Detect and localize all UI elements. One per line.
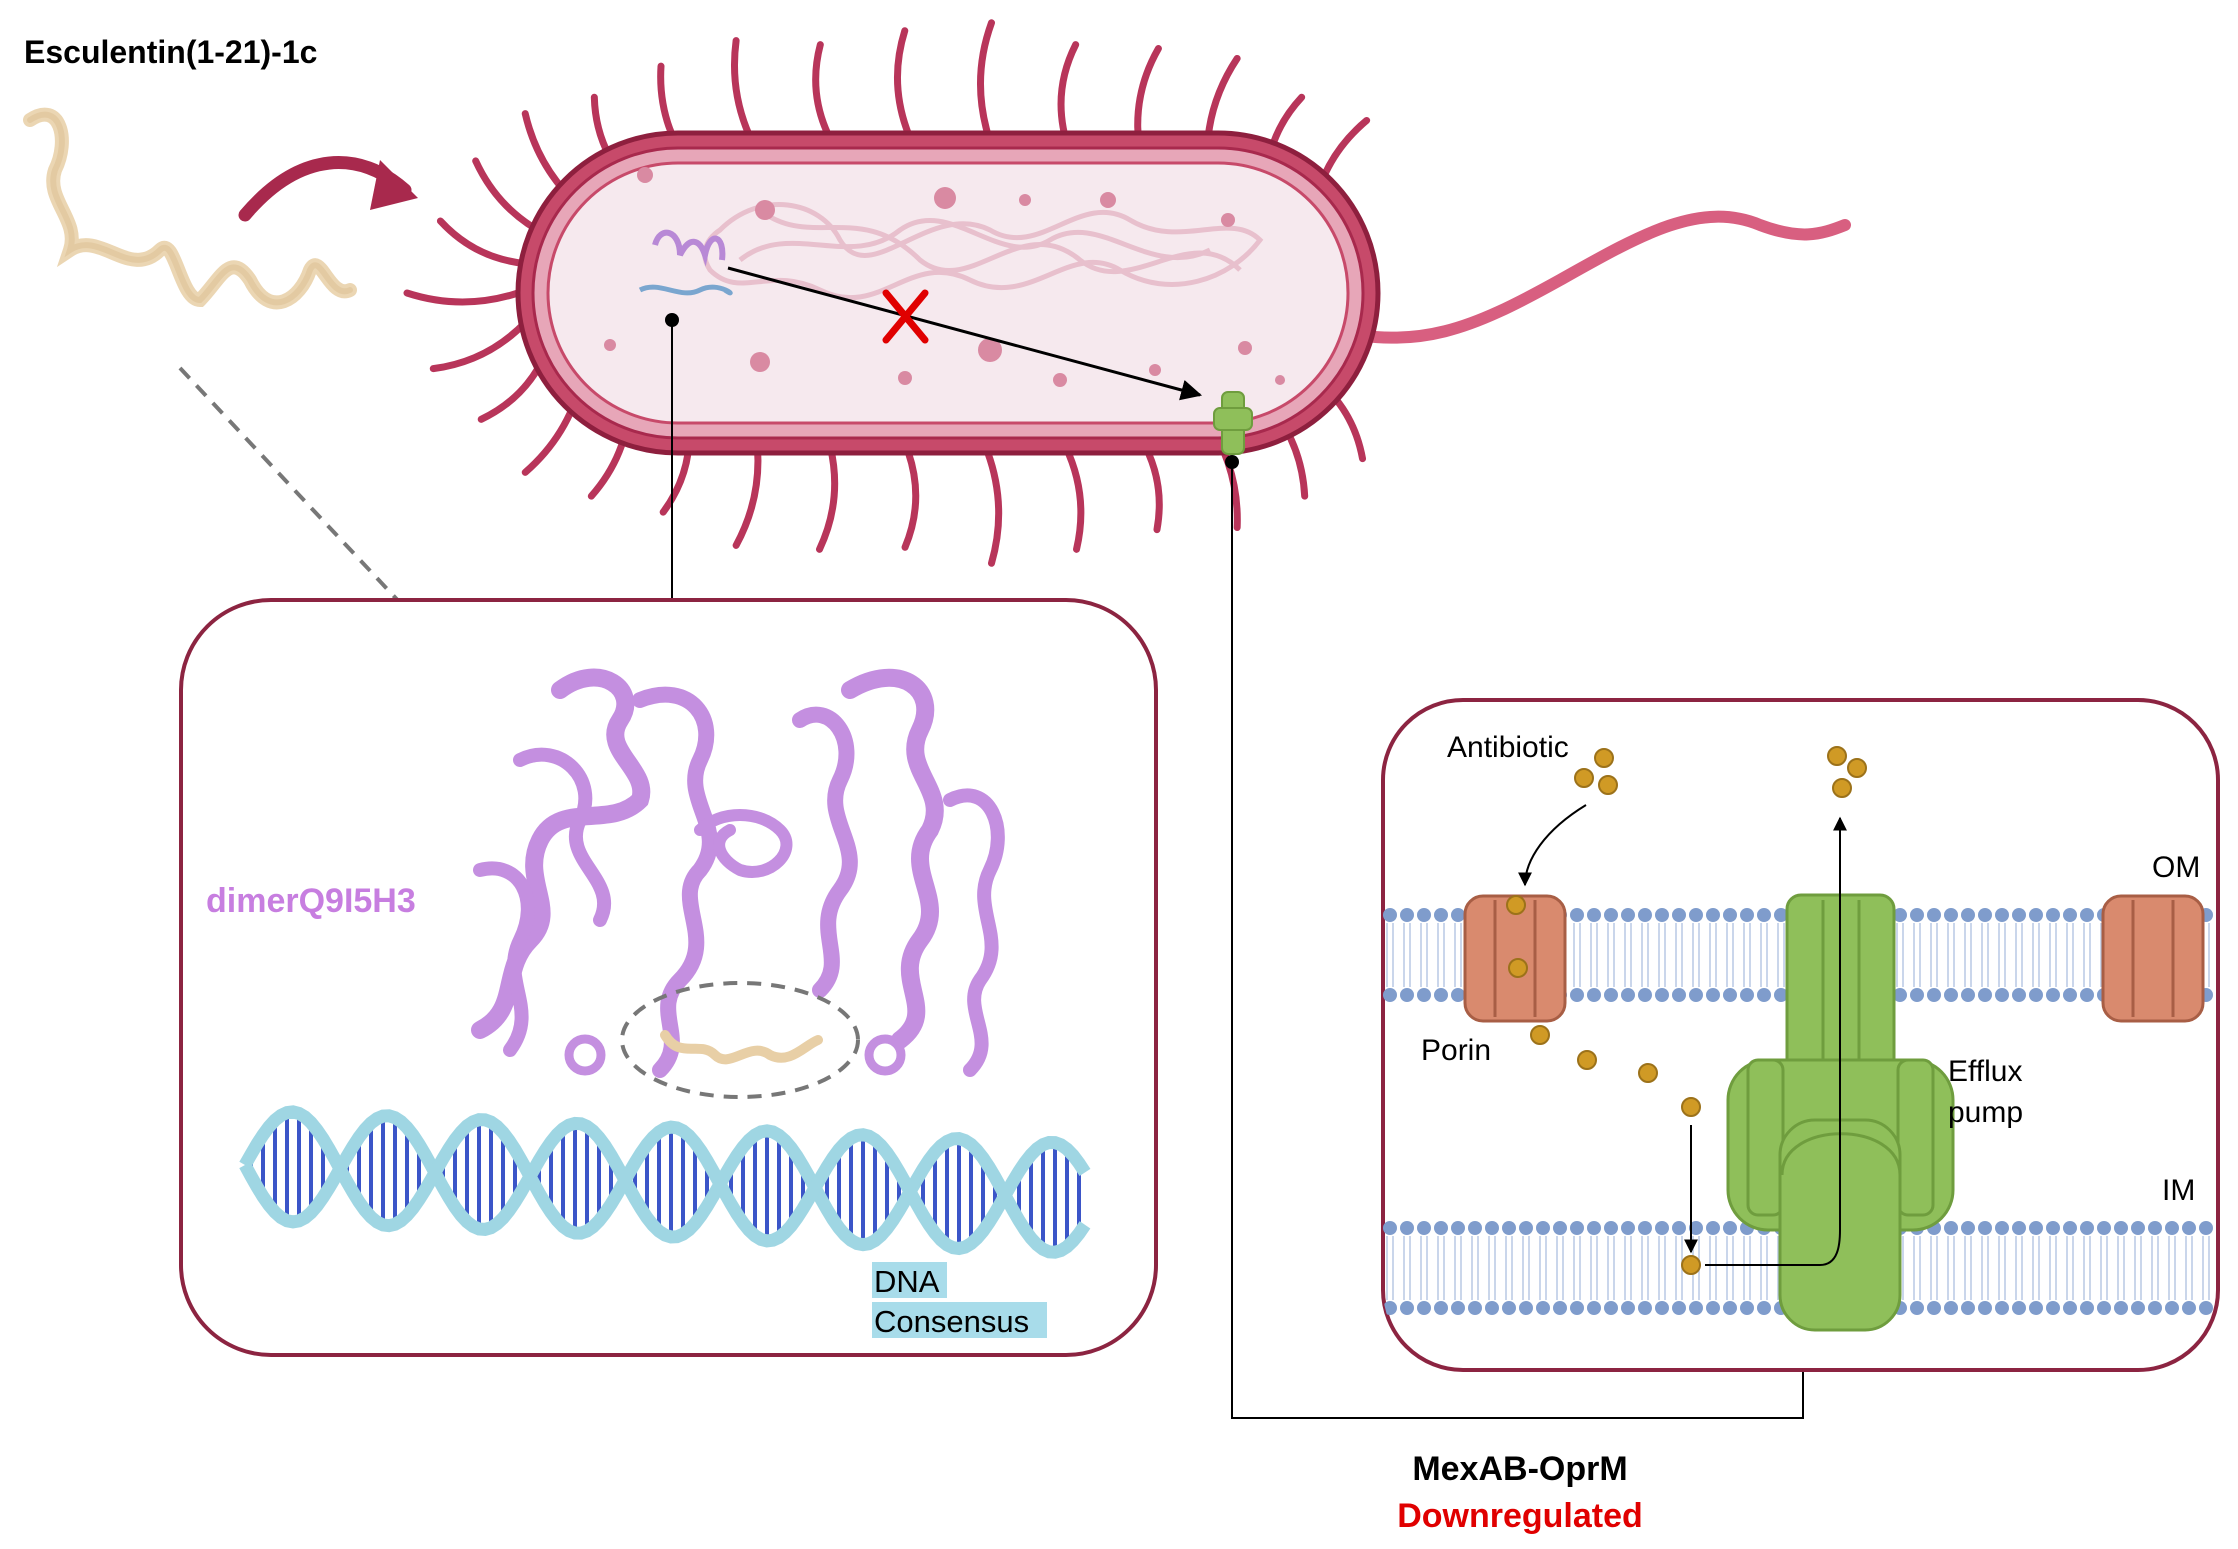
- mini-efflux-pump: [1213, 391, 1253, 455]
- inhibition-cross-icon: [882, 289, 929, 344]
- nucleoid: [702, 202, 1264, 301]
- dimer-protein-structure: [471, 668, 1005, 1078]
- mini-protein-dna: [638, 229, 733, 296]
- pilus: [901, 448, 920, 551]
- pilus: [984, 448, 1003, 567]
- bacterium: [515, 130, 1381, 456]
- pilus: [403, 289, 522, 306]
- cytoplasm-granules: [604, 167, 1285, 387]
- peptide-name: Esculentin(1-21)-1c: [24, 34, 317, 70]
- dna-label-line2: Consensus: [874, 1304, 1029, 1339]
- efflux-arrow: [1705, 816, 1847, 1266]
- pilus: [815, 443, 839, 553]
- protein-connector-dot: [665, 313, 679, 327]
- dna-label-bg-2: [872, 1302, 1047, 1338]
- protein-label: dimerQ9I5H3: [206, 882, 416, 920]
- pilus: [1062, 443, 1085, 553]
- porin-label: Porin: [1421, 1034, 1491, 1067]
- binding-site-ellipse: [620, 981, 860, 1099]
- pilus: [436, 217, 529, 268]
- outer-membrane-label: OM: [2152, 851, 2200, 884]
- pilus: [429, 318, 529, 373]
- dna-helix: [239, 1105, 1091, 1259]
- pilus: [1057, 41, 1080, 143]
- dna-label-bg-1: [872, 1262, 947, 1298]
- influx-arrow: [1518, 804, 1587, 887]
- flagellum: [1324, 210, 1851, 344]
- curved-arrow-head: [370, 160, 418, 210]
- pilus: [893, 27, 912, 138]
- target-label: MexAB-OprM: [1412, 1450, 1627, 1488]
- bound-peptide: [660, 1030, 823, 1065]
- dna-strand: [239, 1109, 1091, 1259]
- antibiotic-label: Antibiotic: [1447, 731, 1569, 764]
- peptide-helix-structure: [23, 107, 357, 310]
- pilus: [976, 19, 995, 138]
- efflux-label-line1: Efflux: [1948, 1055, 2023, 1088]
- inner-membrane-label: IM: [2162, 1174, 2195, 1207]
- pump-connector-dot: [1225, 455, 1239, 469]
- status-label: Downregulated: [1397, 1497, 1643, 1535]
- efflux-label-line2: pump: [1948, 1096, 2023, 1129]
- porin-right: [2101, 894, 2205, 1023]
- inhibited-arrow: [727, 266, 1203, 401]
- pilus: [812, 41, 834, 143]
- dna-label-line1: DNA: [874, 1264, 940, 1299]
- dna-strand: [239, 1105, 1091, 1256]
- antibiotic-molecules: [1506, 746, 1867, 1275]
- pump-connector-line: [1231, 462, 1804, 1419]
